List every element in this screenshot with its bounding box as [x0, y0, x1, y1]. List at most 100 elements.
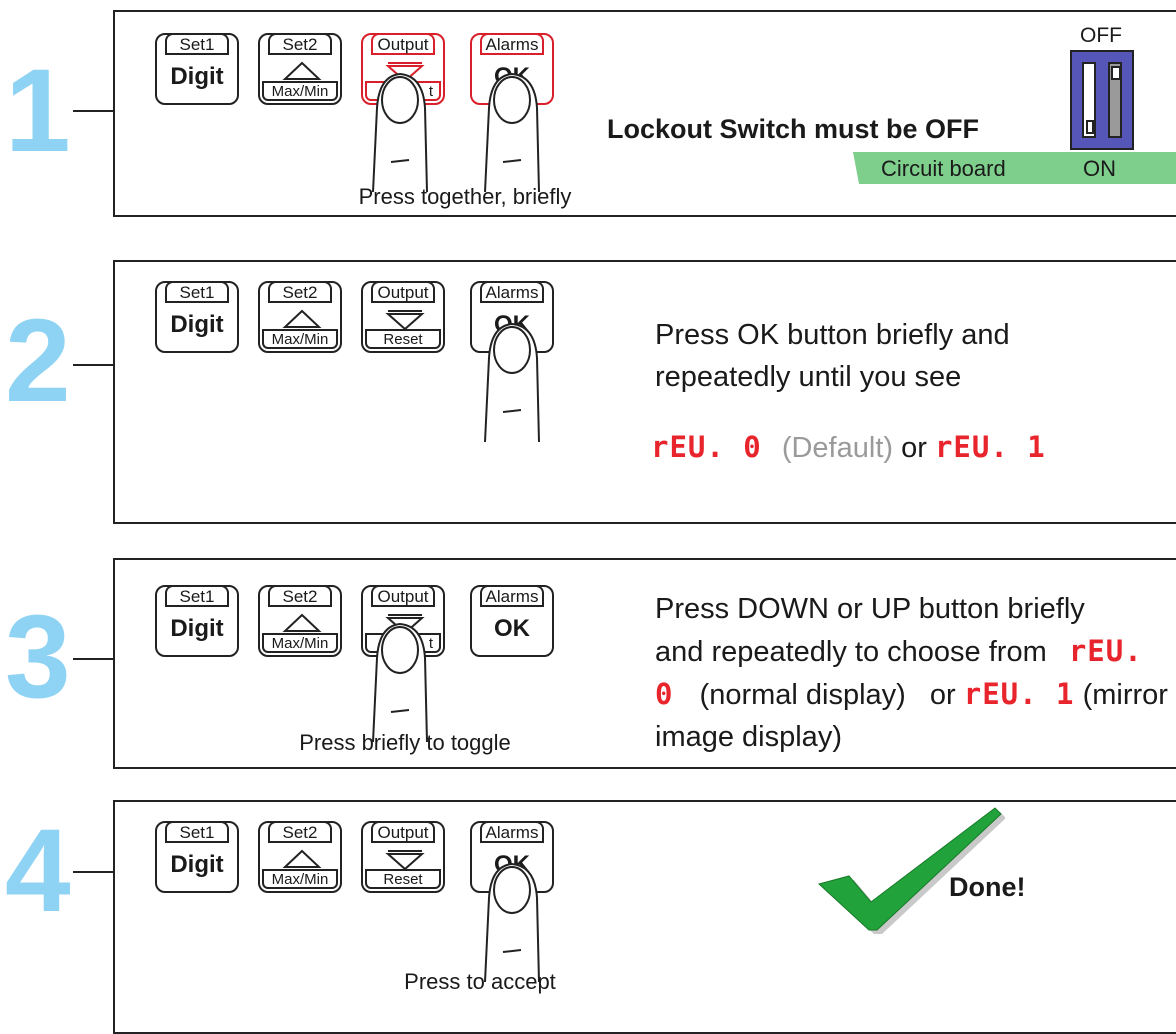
step-4-panel: Set1 Digit Set2 Max/Min Output Reset Ala…	[113, 800, 1176, 1034]
set1-key-main: Digit	[170, 311, 224, 338]
switch-off-label: OFF	[1080, 24, 1122, 47]
set2-key-label: Set2	[268, 585, 332, 607]
set2-key-label: Set2	[268, 821, 332, 843]
set2-key-sub: Max/Min	[262, 329, 338, 349]
set1-key-main: Digit	[170, 851, 224, 878]
up-arrow-icon	[282, 613, 322, 635]
step-3-number: 3	[5, 591, 71, 723]
alarms-key[interactable]: Alarms OK	[470, 585, 554, 657]
step-3-line-2: and repeatedly to choose from rEU.	[655, 630, 1176, 673]
done-label: Done!	[949, 872, 1026, 902]
up-arrow-icon	[282, 849, 322, 871]
set1-key[interactable]: Set1 Digit	[155, 821, 239, 893]
step-1-panel: Set1 Digit Set2 Max/Min Output t Alarms …	[113, 10, 1176, 217]
switch-on-label: ON	[1083, 156, 1116, 181]
set2-key[interactable]: Set2 Max/Min	[258, 585, 342, 657]
set1-key-label: Set1	[165, 33, 229, 55]
alarms-key[interactable]: Alarms OK	[470, 33, 554, 105]
step-2-number: 2	[5, 295, 71, 427]
rev1-display: rEU. 1	[963, 677, 1075, 711]
output-key[interactable]: Output Reset	[361, 821, 445, 893]
alarms-key-label: Alarms	[480, 281, 544, 303]
set2-key-sub: Max/Min	[262, 81, 338, 101]
set1-key-label: Set1	[165, 821, 229, 843]
set1-key[interactable]: Set1 Digit	[155, 281, 239, 353]
step-1-caption: Press together, briefly	[358, 184, 572, 209]
alarms-key-label: Alarms	[480, 585, 544, 607]
up-arrow-icon	[282, 309, 322, 331]
output-key[interactable]: Output Reset	[361, 281, 445, 353]
step-3-panel: Set1 Digit Set2 Max/Min Output t Alarms …	[113, 558, 1176, 769]
step-2-line-1: Press OK button briefly and	[655, 319, 1010, 351]
set2-key[interactable]: Set2 Max/Min	[258, 33, 342, 105]
output-key-label: Output	[371, 821, 435, 843]
step-3-caption: Press briefly to toggle	[299, 730, 511, 755]
output-key-label: Output	[371, 281, 435, 303]
lockout-heading: Lockout Switch must be OFF	[607, 114, 980, 144]
set2-key-label: Set2	[268, 281, 332, 303]
set2-key-sub: Max/Min	[262, 633, 338, 653]
default-label: (Default)	[781, 432, 894, 464]
set1-key-main: Digit	[170, 615, 224, 642]
alarms-key-main: OK	[494, 851, 530, 878]
normal-display-label: (normal display)	[699, 679, 906, 711]
step-3-connector	[73, 658, 115, 660]
step-4-number: 4	[5, 805, 71, 937]
down-arrow-icon	[385, 62, 425, 83]
output-key-sub: t	[365, 81, 441, 101]
rev0-display-digit: 0	[655, 677, 674, 711]
output-key-label: Output	[371, 33, 435, 55]
output-key-sub-visible: t	[428, 83, 433, 100]
circuit-board-strip	[853, 152, 1176, 184]
step-1-number: 1	[5, 45, 71, 177]
alarms-key-main: OK	[494, 63, 530, 90]
rev0-display: rEU. 0	[651, 430, 762, 464]
set2-key[interactable]: Set2 Max/Min	[258, 821, 342, 893]
down-arrow-icon	[385, 310, 425, 331]
output-key[interactable]: Output t	[361, 33, 445, 105]
down-arrow-icon	[385, 614, 425, 635]
mirror-label: (mirror	[1082, 679, 1168, 711]
checkmark-icon	[817, 807, 1005, 934]
step-3-line-4: image display)	[655, 721, 842, 753]
output-key[interactable]: Output t	[361, 585, 445, 657]
step-2-line-2: repeatedly until you see	[655, 361, 962, 393]
output-key-sub: Reset	[365, 869, 441, 889]
set2-key-label: Set2	[268, 33, 332, 55]
rev0-display: rEU.	[1068, 634, 1143, 668]
alarms-key-main: OK	[494, 615, 530, 642]
up-arrow-icon	[282, 61, 322, 83]
alarms-key-main: OK	[494, 311, 530, 338]
step-2-connector	[73, 364, 115, 366]
output-key-label: Output	[371, 585, 435, 607]
step-1-connector	[73, 110, 115, 112]
set1-key[interactable]: Set1 Digit	[155, 585, 239, 657]
step-4-caption: Press to accept	[404, 969, 556, 994]
step-2-instructions: Press OK button briefly and repeatedly u…	[655, 314, 1010, 398]
step-2-values: rEU. 0 (Default) or rEU. 1	[651, 426, 1046, 469]
circuit-board-label: Circuit board	[881, 156, 1006, 181]
down-arrow-icon	[385, 850, 425, 871]
step-4-connector	[73, 871, 115, 873]
set1-key-main: Digit	[170, 63, 224, 90]
dip-switch-icon	[1070, 50, 1134, 150]
set2-key[interactable]: Set2 Max/Min	[258, 281, 342, 353]
step-3-line-3: 0 (normal display) or rEU. 1 (mirror	[655, 673, 1176, 716]
alarms-key-label: Alarms	[480, 821, 544, 843]
rev1-display: rEU. 1	[934, 430, 1046, 464]
or-label: or	[901, 432, 927, 464]
or-label: or	[929, 679, 956, 711]
step-3-line-2-text: and repeatedly to choose from	[655, 636, 1047, 668]
set1-key[interactable]: Set1 Digit	[155, 33, 239, 105]
output-key-sub: Reset	[365, 329, 441, 349]
set1-key-label: Set1	[165, 585, 229, 607]
alarms-key-label: Alarms	[480, 33, 544, 55]
alarms-key[interactable]: Alarms OK	[470, 821, 554, 893]
set2-key-sub: Max/Min	[262, 869, 338, 889]
set1-key-label: Set1	[165, 281, 229, 303]
output-key-sub: t	[365, 633, 441, 653]
alarms-key[interactable]: Alarms OK	[470, 281, 554, 353]
step-3-line-1: Press DOWN or UP button briefly	[655, 593, 1085, 625]
step-3-instructions: Press DOWN or UP button briefly and repe…	[655, 588, 1176, 758]
output-key-sub-visible: t	[428, 635, 433, 652]
